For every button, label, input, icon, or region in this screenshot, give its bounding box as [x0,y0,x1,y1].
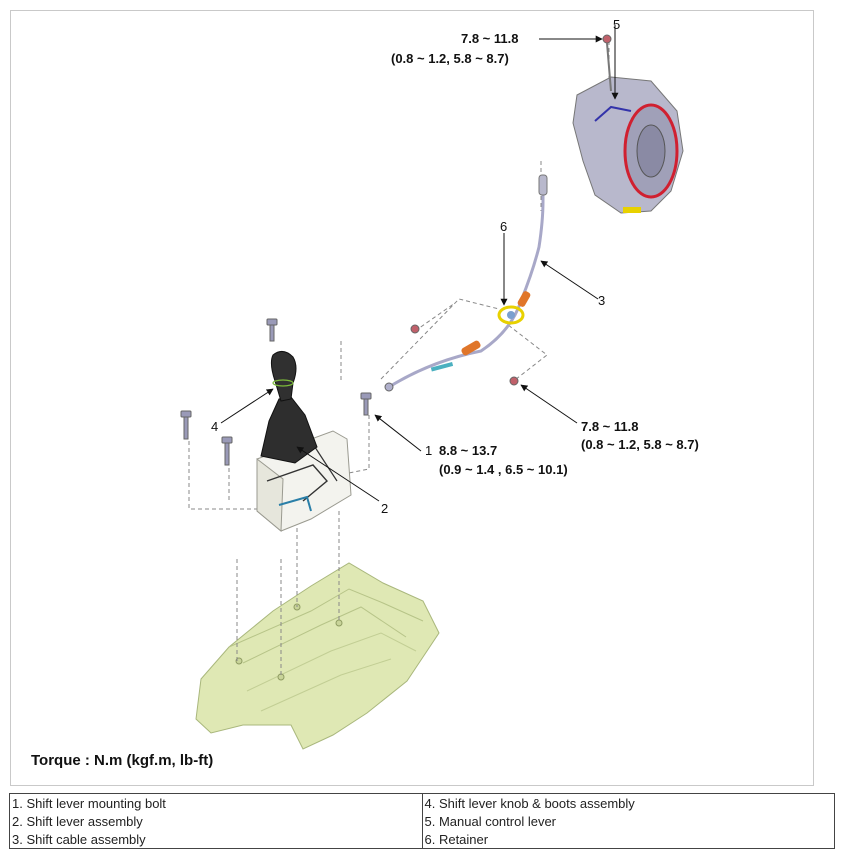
callout-4: 4 [211,419,218,434]
callout-6: 6 [500,219,507,234]
shift-boot [260,396,318,464]
torque-5-range: (0.8 ~ 1.2, 5.8 ~ 8.7) [391,51,509,66]
legend-cell: 3. Shift cable assembly [12,831,146,847]
callout-1: 1 [425,443,432,458]
diagram-canvas: 5 6 3 4 1 2 7.8 ~ 11.8 (0.8 ~ 1.2, 5.8 ~… [31,17,699,769]
shift-lever-mounting-bolts [180,318,372,466]
assembly-guide-lines [188,41,610,677]
torque-retainer-value: 7.8 ~ 11.8 [581,419,638,434]
parts-legend-table: 1. Shift lever mounting bolt 4. Shift le… [9,793,835,849]
bolt-icon [221,436,233,466]
bolt-icon [266,318,278,342]
leader-lines [220,25,619,502]
legend-row: 2. Shift lever assembly 5. Manual contro… [10,812,835,830]
torque-1-range: (0.9 ~ 1.4 , 6.5 ~ 10.1) [439,462,568,477]
legend-cell: 4. Shift lever knob & boots assembly [421,793,835,812]
bolt-icon [360,392,372,416]
exploded-view-diagram: 5 6 3 4 1 2 7.8 ~ 11.8 (0.8 ~ 1.2, 5.8 ~… [10,10,814,786]
callout-2: 2 [381,501,388,516]
legend-cell: 1. Shift lever mounting bolt [12,795,166,811]
callout-3: 3 [598,293,605,308]
floor-panel [195,562,440,750]
shift-cable-assembly [384,174,548,392]
manual-control-lever [602,34,612,92]
legend-row: 1. Shift lever mounting bolt 4. Shift le… [10,793,835,812]
torque-1-value: 8.8 ~ 13.7 [439,443,497,458]
legend-row: 3. Shift cable assembly 6. Retainer [10,830,835,849]
torque-retainer-range: (0.8 ~ 1.2, 5.8 ~ 8.7) [581,437,699,452]
callout-5: 5 [613,17,620,32]
legend-cell: 6. Retainer [421,830,835,849]
torque-unit-note: Torque : N.m (kgf.m, lb-ft) [31,752,213,769]
legend-cell: 5. Manual control lever [421,812,835,830]
bolt-icon [180,410,192,440]
legend-cell: 2. Shift lever assembly [12,813,143,829]
transaxle [572,34,684,214]
shift-knob [270,351,297,402]
retainer [497,305,525,325]
torque-5-value: 7.8 ~ 11.8 [461,31,518,46]
